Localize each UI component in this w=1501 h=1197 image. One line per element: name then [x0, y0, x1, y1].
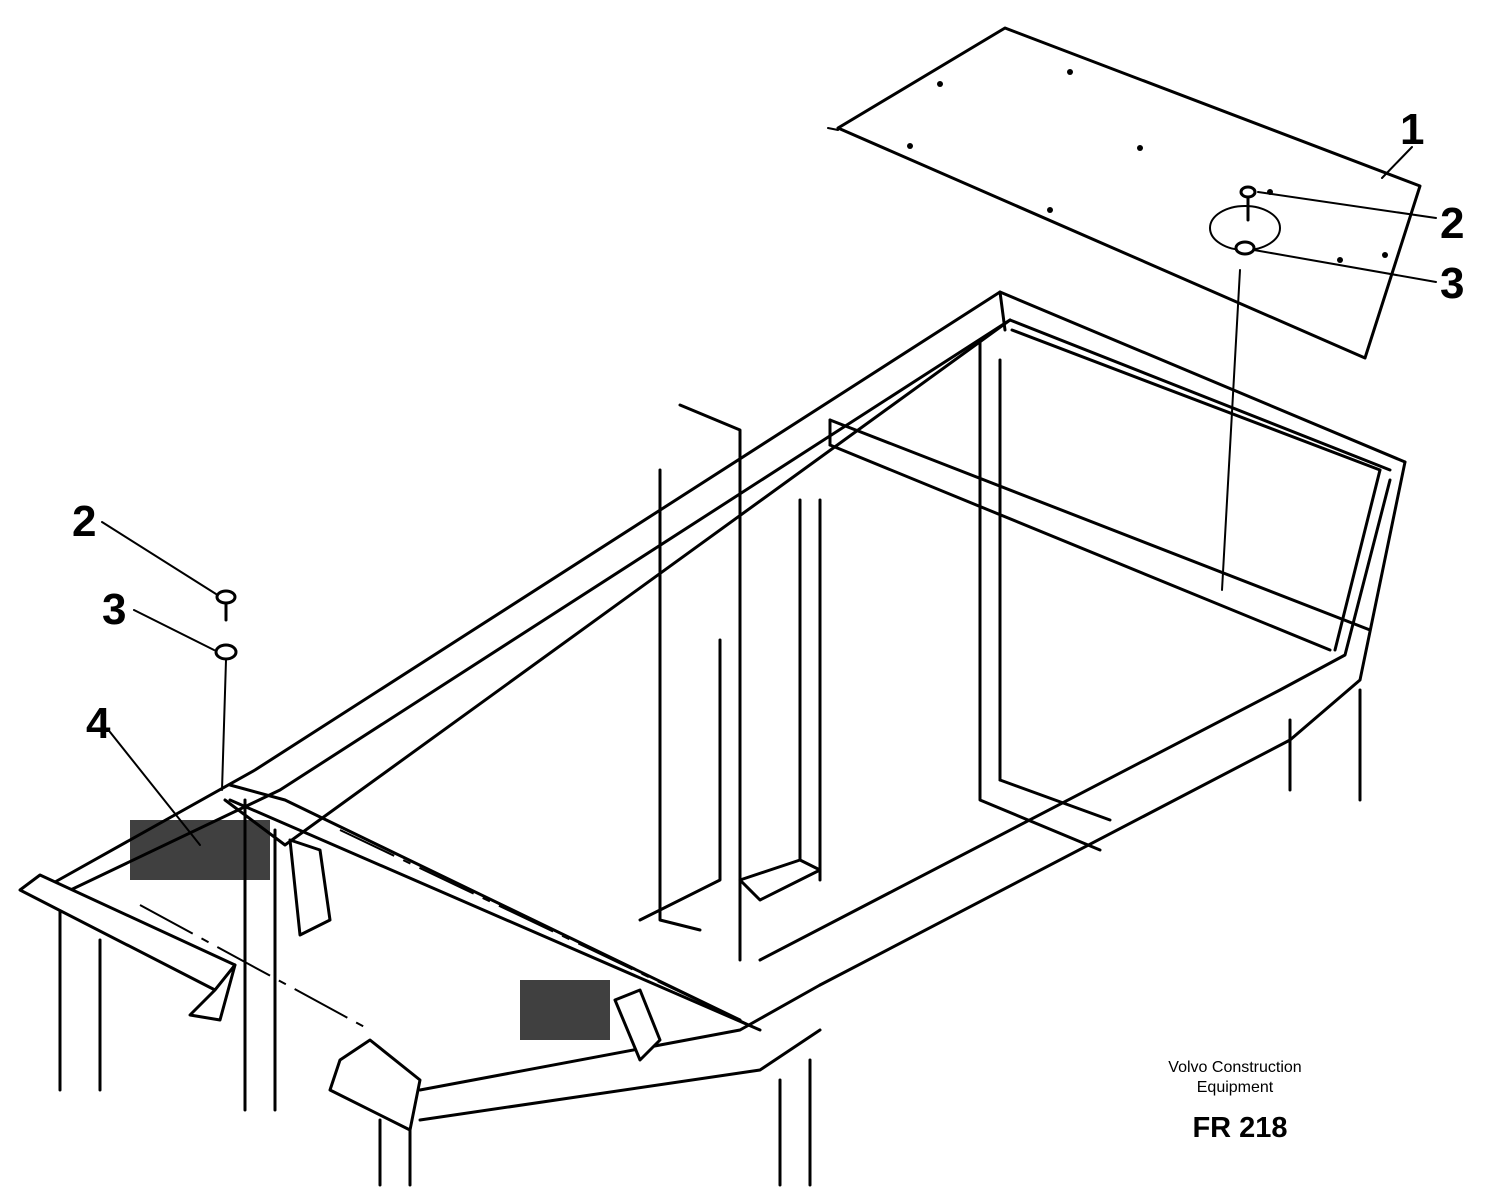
callout-washer-top: 3	[1440, 259, 1465, 308]
callout-screw-left: 2	[72, 497, 97, 546]
callout-washer-left: 3	[102, 585, 127, 634]
frame	[18, 290, 1407, 1187]
company-line1: Volvo Construction	[1168, 1059, 1302, 1076]
callout-panel: 1	[1400, 105, 1425, 154]
left-screw	[215, 589, 237, 622]
drawing-code: FR 218	[1192, 1112, 1288, 1144]
top-screw	[1239, 185, 1257, 222]
company-line2: Equipment	[1196, 1079, 1274, 1096]
top-washer	[1221, 240, 1256, 591]
grille	[130, 820, 610, 1040]
callout-screw-top: 2	[1440, 199, 1465, 248]
cover-panel	[827, 26, 1422, 360]
company-caption: Volvo Construction Equipment	[1130, 1058, 1340, 1098]
callout-grille: 4	[86, 699, 111, 748]
left-washer	[214, 643, 238, 791]
leader-lines	[101, 146, 1437, 846]
